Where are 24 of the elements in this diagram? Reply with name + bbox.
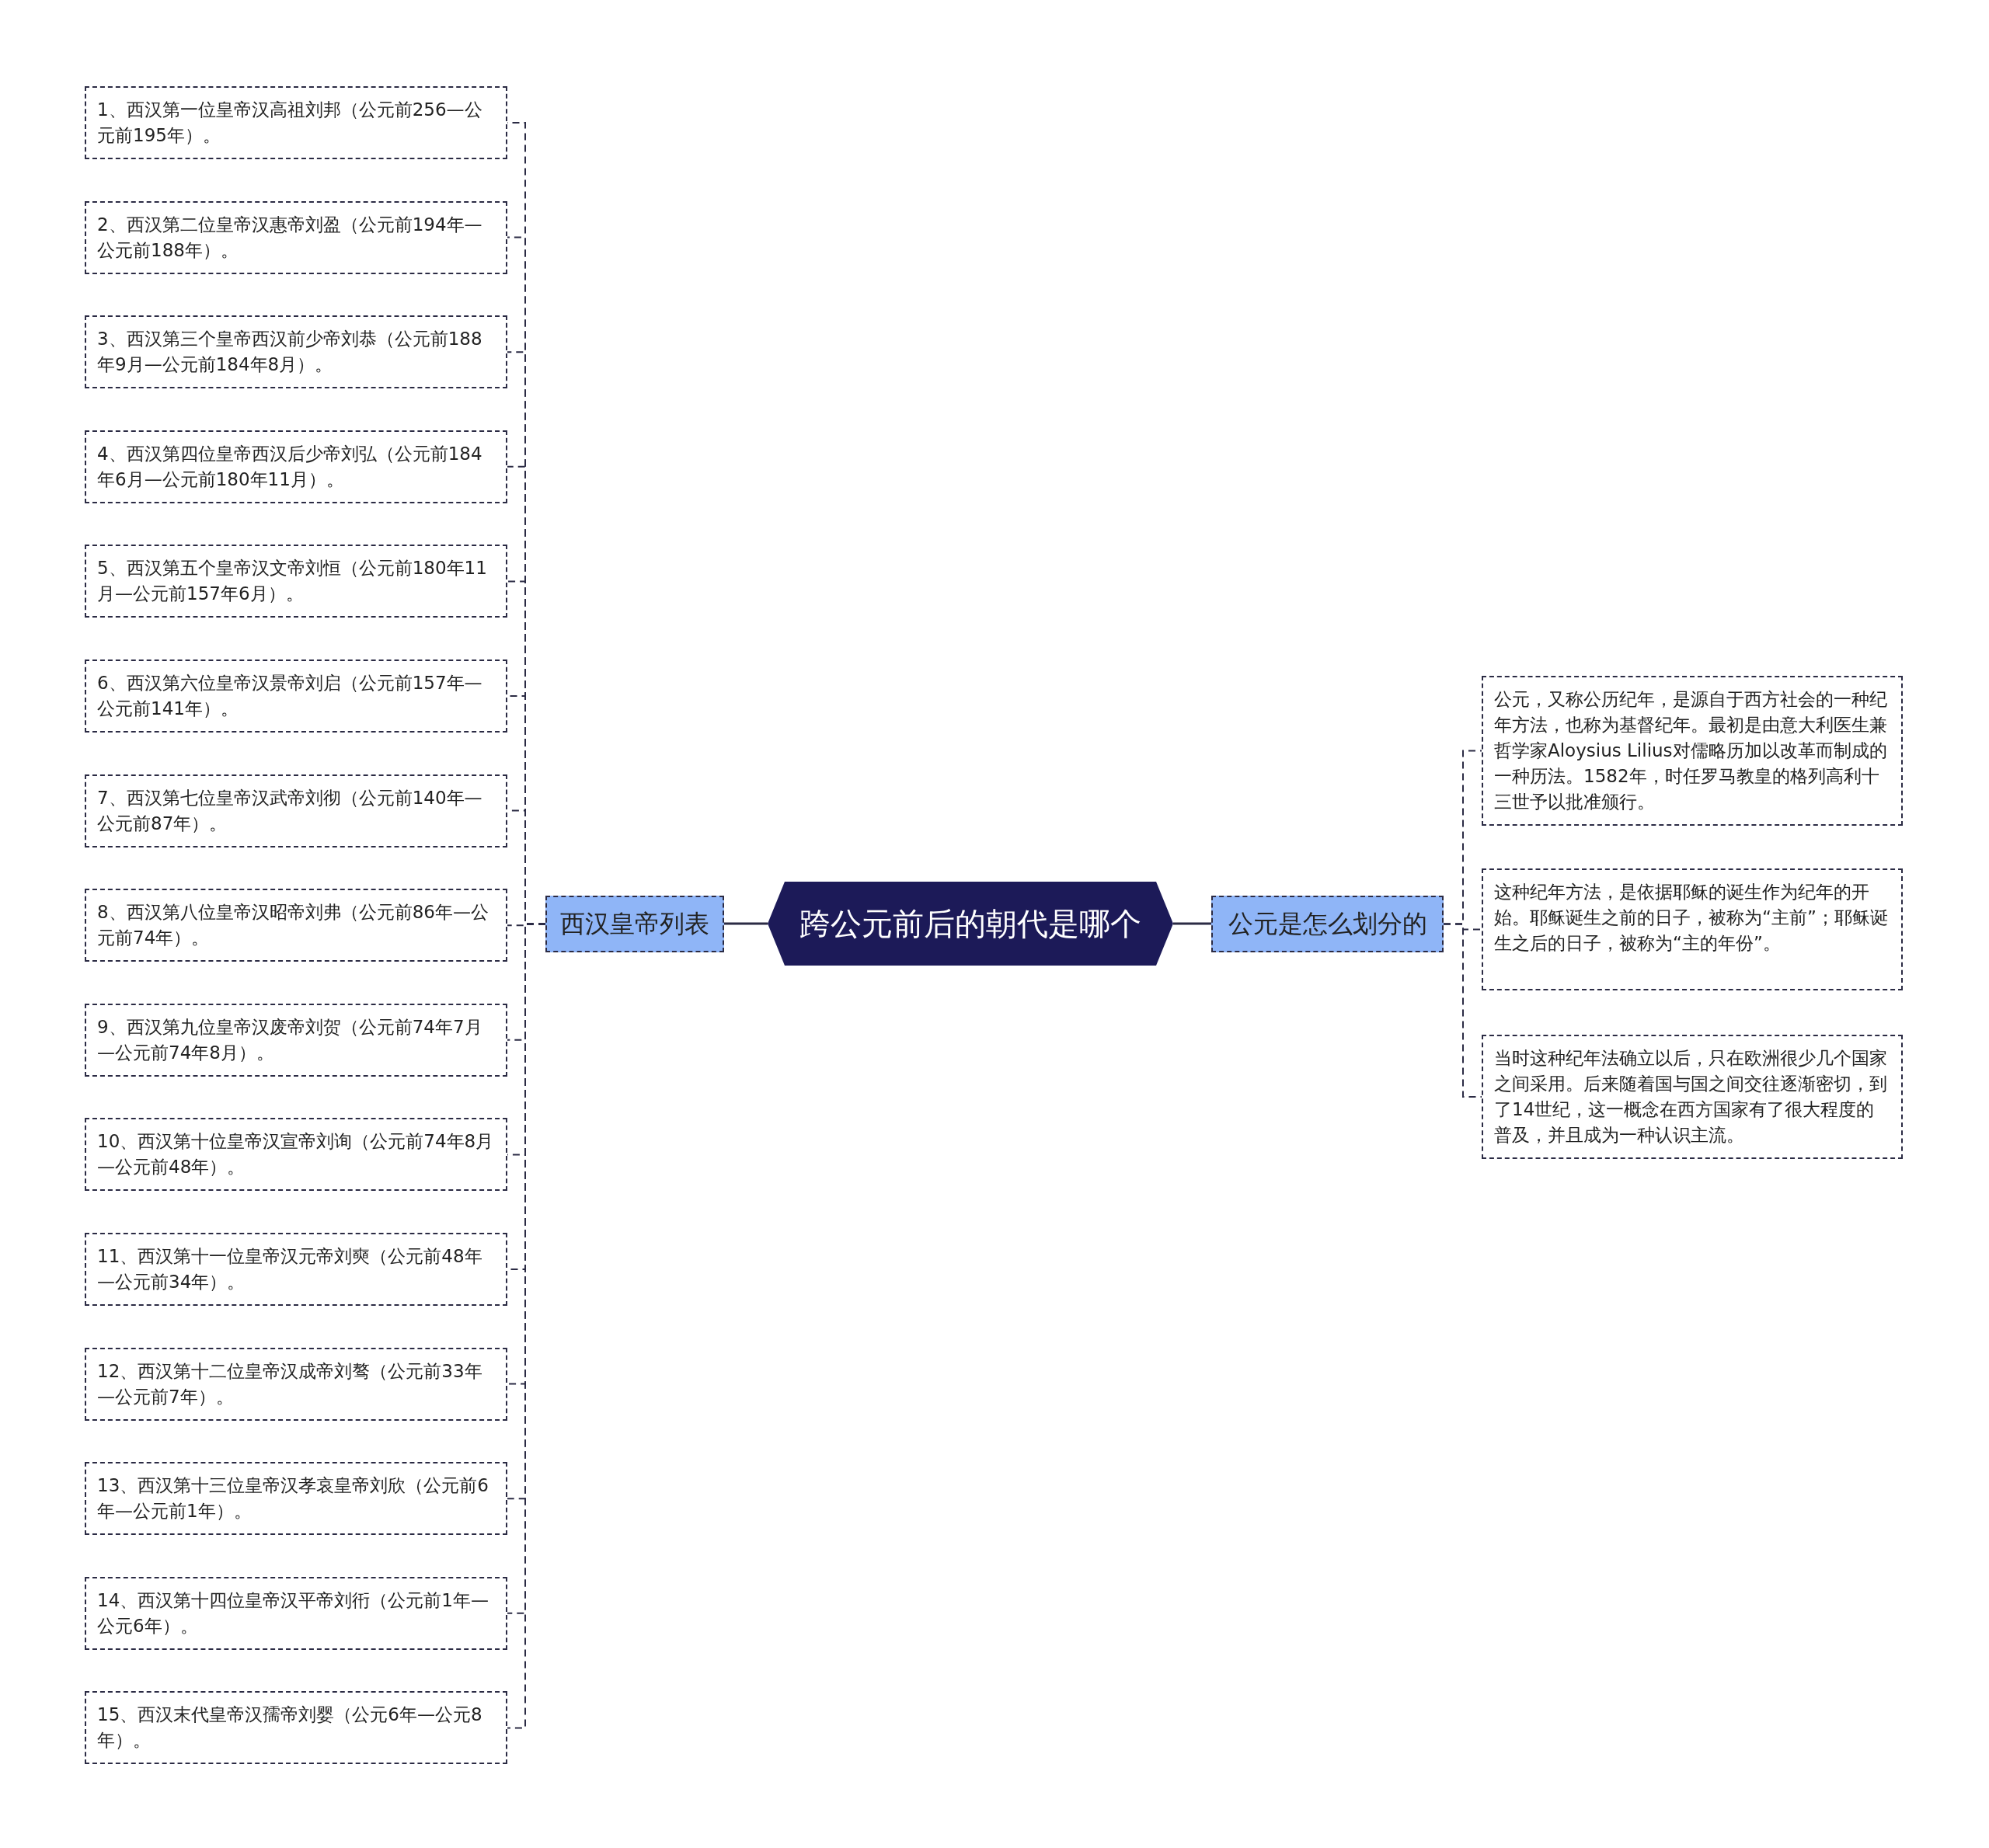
connector-line [1443, 923, 1482, 1098]
text-card: 8、西汉第八位皇帝汉昭帝刘弗（公元前86年—公元前74年）。 [85, 889, 507, 962]
text-card: 3、西汉第三个皇帝西汉前少帝刘恭（公元前188年9月—公元前184年8月）。 [85, 315, 507, 389]
text-card: 5、西汉第五个皇帝汉文帝刘恒（公元前180年11月—公元前157年6月）。 [85, 545, 507, 618]
text-card: 11、西汉第十一位皇帝汉元帝刘奭（公元前48年—公元前34年）。 [85, 1233, 507, 1306]
text-card: 公元，又称公历纪年，是源自于西方社会的一种纪年方法，也称为基督纪年。最初是由意大利医生兼哲学家Aloysius Lilius对儒略历加以改革而制成的一种历法。1582年，时任罗马教皇的格列高利十三世予以批准颁行。 [1482, 676, 1903, 826]
text-card: 2、西汉第二位皇帝汉惠帝刘盈（公元前194年—公元前188年）。 [85, 200, 507, 274]
connector-line [1173, 922, 1211, 925]
text-card: 12、西汉第十二位皇帝汉成帝刘骜（公元前33年—公元前7年）。 [85, 1347, 507, 1421]
text-card: 15、西汉末代皇帝汉孺帝刘婴（公元6年—公元8年）。 [85, 1691, 507, 1765]
text-card: 9、西汉第九位皇帝汉废帝刘贺（公元前74年7月—公元前74年8月）。 [85, 1003, 507, 1077]
central-topic-hexagon: 跨公元前后的朝代是哪个 [768, 882, 1173, 966]
text-card: 13、西汉第十三位皇帝汉孝哀皇帝刘欣（公元前6年—公元前1年）。 [85, 1462, 507, 1536]
text-card: 当时这种纪年法确立以后，只在欧洲很少几个国家之间采用。后来随着国与国之间交往逐渐密切，到了14世纪，这一概念在西方国家有了很大程度的普及，并且成为一种认识主流。 [1482, 1035, 1903, 1159]
text-card: 10、西汉第十位皇帝汉宣帝刘询（公元前74年8月—公元前48年）。 [85, 1118, 507, 1192]
text-card: 1、西汉第一位皇帝汉高祖刘邦（公元前256—公元前195年）。 [85, 86, 507, 159]
topic-box: 公元是怎么划分的 [1211, 896, 1444, 952]
connector-line [724, 922, 768, 925]
text-card: 7、西汉第七位皇帝汉武帝刘彻（公元前140年—公元前87年）。 [85, 774, 507, 847]
text-card: 6、西汉第六位皇帝汉景帝刘启（公元前157年—公元前141年）。 [85, 660, 507, 733]
text-card: 4、西汉第四位皇帝西汉后少帝刘弘（公元前184年6月—公元前180年11月）。 [85, 430, 507, 503]
topic-box: 西汉皇帝列表 [545, 896, 724, 952]
text-card: 14、西汉第十四位皇帝汉平帝刘衎（公元前1年—公元6年）。 [85, 1576, 507, 1650]
text-card: 这种纪年方法，是依据耶稣的诞生作为纪年的开始。耶稣诞生之前的日子，被称为“主前”；耶稣诞生之后的日子，被称为“主的年份”。 [1482, 868, 1903, 990]
